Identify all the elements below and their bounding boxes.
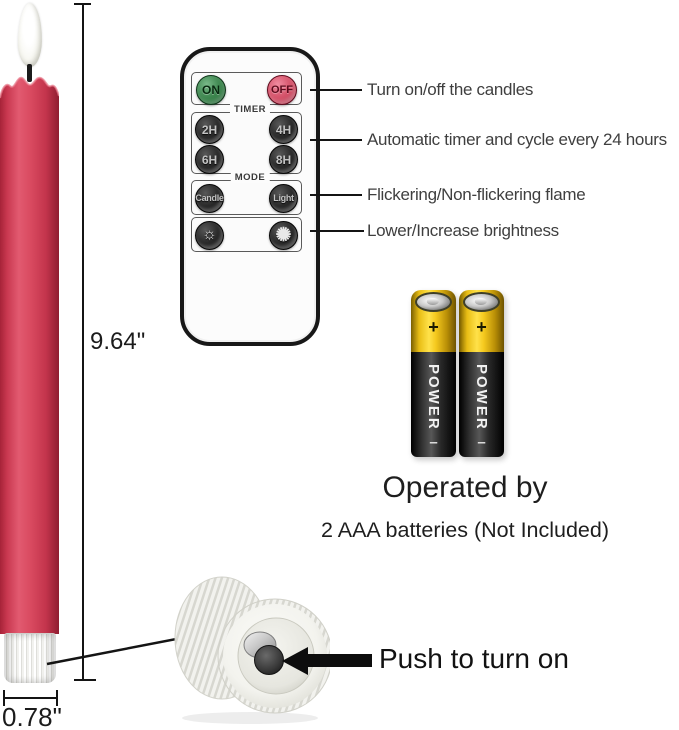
- battery-cap: [415, 292, 452, 312]
- battery-cap: [463, 292, 500, 312]
- battery-positive-end: +: [411, 290, 456, 352]
- mode-section: Candle Light: [191, 180, 302, 215]
- battery-plus-symbol: +: [476, 317, 487, 337]
- battery-nub: [474, 298, 487, 305]
- led-flame-icon: [17, 2, 43, 68]
- off-button-label: OFF: [271, 83, 293, 96]
- push-button: [254, 645, 284, 675]
- mode-section-label: MODE: [230, 172, 270, 183]
- dim-sun-icon: ☼: [202, 226, 217, 243]
- arrow-icon: [282, 647, 308, 675]
- battery-plus-symbol: +: [428, 317, 439, 337]
- timer-2h-button: 2H: [195, 115, 224, 144]
- candle-base-sleeve: [4, 633, 56, 683]
- arrow-shaft: [306, 654, 372, 667]
- battery-minus-symbol: –: [429, 434, 438, 451]
- candle-mode-button: Candle: [195, 183, 224, 213]
- push-caption: Push to turn on: [379, 643, 569, 674]
- dim-button: ☼: [195, 220, 224, 250]
- annotation-brightness: Lower/Increase brightness: [367, 221, 559, 240]
- operated-by-text: Operated by: [382, 471, 548, 504]
- candle-body: [0, 76, 59, 634]
- battery-label-area: POWER –: [459, 352, 504, 457]
- width-dimension-tick-right: [56, 690, 58, 706]
- annotation-mode: Flickering/Non-flickering flame: [367, 185, 586, 204]
- brightness-section: ☼ ✺: [191, 217, 302, 252]
- leader-line-onoff: [310, 89, 362, 91]
- battery-brand: POWER: [425, 364, 442, 431]
- timer-8h-button: 8H: [269, 145, 298, 174]
- height-dimension-tick-bottom: [74, 679, 96, 681]
- knob-shadow: [182, 712, 318, 724]
- leader-line-mode: [310, 194, 362, 196]
- height-dimension-line: [82, 4, 84, 681]
- battery-positive-end: +: [459, 290, 504, 352]
- battery-caption: Operated by 2 AAA batteries (Not Include…: [315, 471, 615, 543]
- battery-brand: POWER: [473, 364, 490, 431]
- leader-line-brightness: [310, 230, 364, 232]
- candle-wick: [27, 64, 32, 82]
- height-label: 9.64": [90, 328, 146, 355]
- width-dimension-line: [3, 697, 58, 699]
- timer-section: 2H 4H 6H 8H: [191, 112, 302, 174]
- base-leader-line: [46, 633, 198, 666]
- aaa-battery-left: + POWER –: [411, 290, 456, 457]
- remote-control: ON OFF TIMER 2H 4H 6H 8H MODE Candle: [180, 47, 320, 346]
- timer-section-label: TIMER: [229, 104, 271, 115]
- annotation-onoff: Turn on/off the candles: [367, 80, 534, 99]
- off-button: OFF: [267, 74, 297, 105]
- on-button: ON: [196, 74, 226, 105]
- light-mode-button: Light: [269, 183, 298, 213]
- bright-sun-icon: ✺: [275, 224, 292, 246]
- battery-nub: [426, 298, 439, 305]
- battery-note-text: 2 AAA batteries (Not Included): [320, 518, 610, 542]
- brighten-button: ✺: [269, 220, 298, 250]
- battery-minus-symbol: –: [477, 434, 486, 451]
- timer-6h-button: 6H: [195, 145, 224, 174]
- on-button-label: ON: [202, 82, 220, 97]
- width-label: 0.78": [2, 702, 62, 730]
- power-section: ON OFF: [191, 72, 302, 105]
- aaa-battery-right: + POWER –: [459, 290, 504, 457]
- leader-line-timer: [310, 139, 362, 141]
- battery-label-area: POWER –: [411, 352, 456, 457]
- timer-4h-button: 4H: [269, 115, 298, 144]
- annotation-timer: Automatic timer and cycle every 24 hours: [367, 130, 667, 149]
